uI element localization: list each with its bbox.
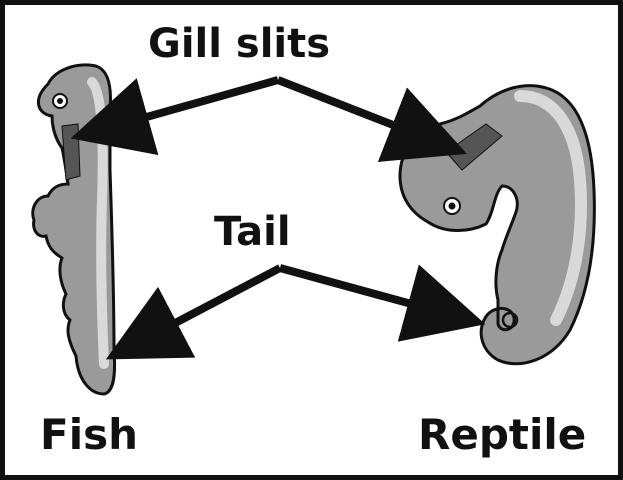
- fish-embryo: [33, 65, 115, 394]
- fish-pupil: [57, 98, 63, 104]
- arrow-gill-to-fish: [86, 80, 278, 134]
- reptile-embryo: [400, 86, 594, 364]
- tail-label: Tail: [214, 212, 291, 252]
- gill-slits-label: Gill slits: [148, 24, 330, 64]
- reptile-pupil: [449, 203, 456, 210]
- reptile-label: Reptile: [418, 414, 586, 456]
- arrow-tail-to-reptile: [280, 268, 470, 320]
- fish-label: Fish: [40, 414, 138, 456]
- arrow-gill-to-reptile: [278, 80, 452, 148]
- arrow-tail-to-fish: [120, 268, 280, 352]
